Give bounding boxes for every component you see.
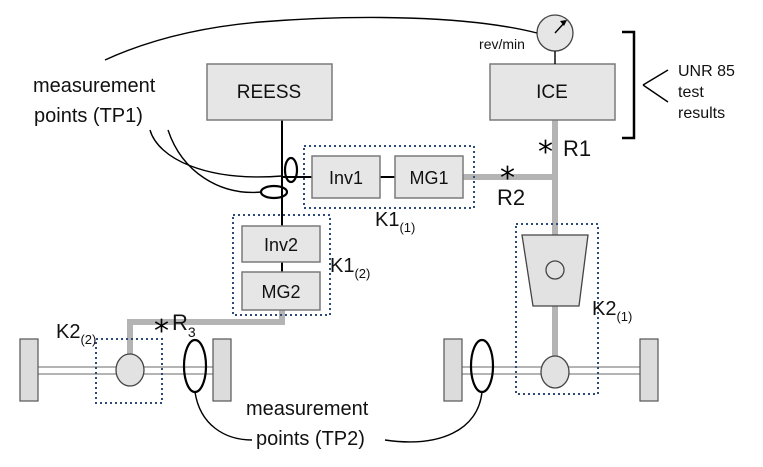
rear-differential xyxy=(540,355,570,389)
r2-star: * xyxy=(500,161,515,196)
unr85-line3: results xyxy=(678,105,725,122)
tp1-line1: measurement xyxy=(33,75,156,97)
front-axle xyxy=(19,338,232,402)
tp2-lead-front xyxy=(194,391,253,441)
r3-label: R3 xyxy=(172,310,196,340)
ice-label: ICE xyxy=(536,82,568,103)
unr85-line2: test xyxy=(678,84,704,101)
inv1-box xyxy=(311,155,381,199)
k2-1-sub: (1) xyxy=(616,309,632,324)
r3-star: * xyxy=(154,314,169,349)
r1-star: * xyxy=(538,135,553,170)
front-left-wheel xyxy=(19,338,39,402)
tp1-line2: points (TP1) xyxy=(34,105,143,127)
tp1-lead-lower xyxy=(167,129,263,194)
reess-label: REESS xyxy=(237,82,301,103)
tp2-lead-rear xyxy=(384,391,483,443)
r3-sub: 3 xyxy=(188,324,196,340)
rev-counter-needle-tip xyxy=(560,20,567,26)
inv2-label: Inv2 xyxy=(264,235,298,255)
k1-2-base: K1 xyxy=(330,255,354,277)
k2-2-base: K2 xyxy=(56,321,80,343)
rear-axle xyxy=(443,338,659,402)
r3-base: R xyxy=(172,310,188,335)
tp1-lead-upper xyxy=(149,129,283,178)
k1-1-frame xyxy=(303,145,475,209)
rev-min-label: rev/min xyxy=(479,36,525,52)
k2-1-base: K2 xyxy=(592,298,616,320)
shaft-mg2-to-front-diff xyxy=(127,307,285,355)
inv2-box xyxy=(241,225,321,263)
tp1-sensor-ring-lower xyxy=(259,184,289,200)
tp1-sensor-ring-upper xyxy=(283,156,299,184)
r1-label: R1 xyxy=(563,136,591,161)
mg2-box xyxy=(241,271,321,311)
k2-1-label: K2(1) xyxy=(592,298,632,324)
mg1-label: MG1 xyxy=(409,168,448,188)
k1-2-label: K1(2) xyxy=(330,255,370,281)
inv1-label: Inv1 xyxy=(329,168,363,188)
unr85-bracket xyxy=(622,30,636,140)
tp2-line2: points (TP2) xyxy=(256,428,365,450)
rear-left-wheel xyxy=(443,338,463,402)
unr85-line1: UNR 85 xyxy=(678,63,735,80)
unr85-connector xyxy=(642,69,669,86)
mg1-box xyxy=(394,155,464,199)
k1-1-sub: (1) xyxy=(399,220,415,235)
k1-1-base: K1 xyxy=(375,209,399,231)
unr85-connector-lower xyxy=(642,84,669,103)
ice-box xyxy=(489,63,616,121)
k2-2-sub: (2) xyxy=(80,332,96,347)
mg2-label: MG2 xyxy=(261,282,300,302)
k1-2-sub: (2) xyxy=(354,266,370,281)
tp2-line1: measurement xyxy=(246,398,369,420)
reess-box xyxy=(206,63,333,121)
gearbox-hub xyxy=(545,260,565,280)
k2-2-label: K2(2) xyxy=(56,321,96,347)
rev-counter-lead-wire xyxy=(104,16,538,61)
k2-1-frame xyxy=(515,223,599,395)
k1-2-frame xyxy=(232,214,331,316)
rear-right-wheel xyxy=(639,338,659,402)
k1-1-label: K1(1) xyxy=(375,209,415,235)
r2-label: R2 xyxy=(497,185,525,210)
front-differential xyxy=(115,353,145,387)
front-right-wheel xyxy=(212,338,232,402)
